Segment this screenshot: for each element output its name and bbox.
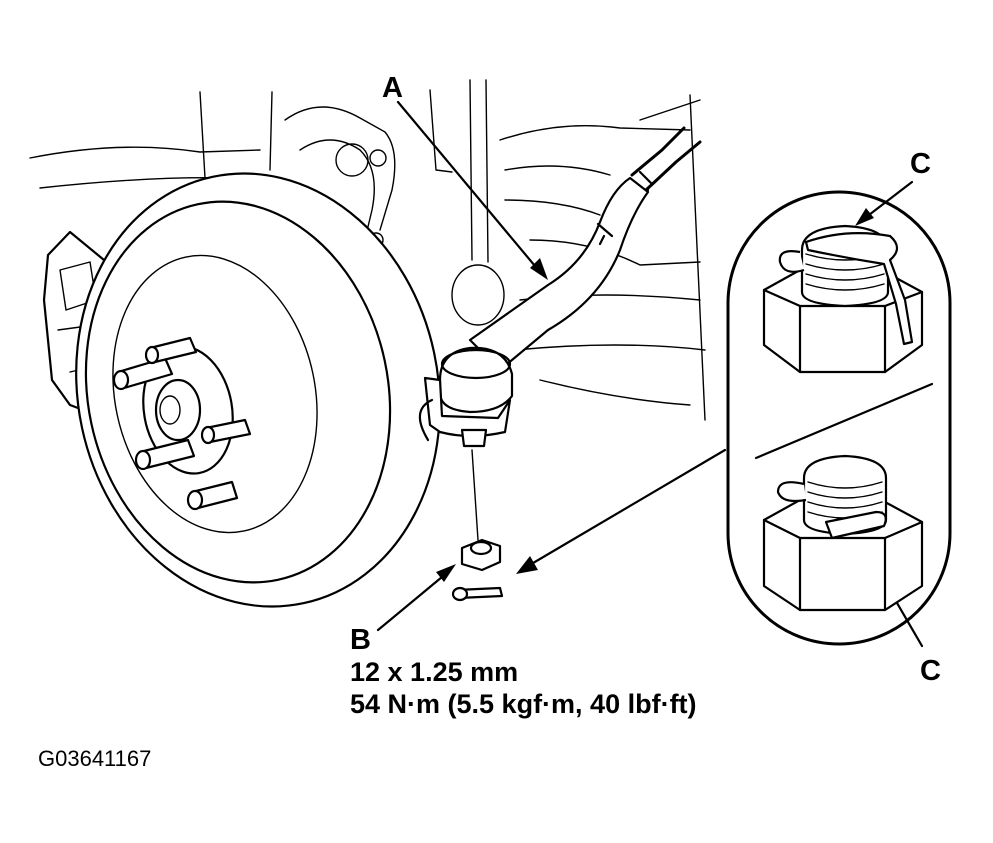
castle-nut-bottom-icon <box>762 454 924 612</box>
torque-spec: 54 N·m (5.5 kgf·m, 40 lbf·ft) <box>350 689 697 719</box>
callout-b: B <box>350 624 371 656</box>
castle-nut-icon <box>460 449 502 572</box>
callout-a: A <box>382 72 403 104</box>
castle-nut-detail <box>726 190 952 646</box>
callout-c-top: C <box>910 148 931 180</box>
figure-code: G03641167 <box>38 746 152 771</box>
tie-rod-end-icon <box>418 126 702 448</box>
thread-spec: 12 x 1.25 mm <box>350 657 519 687</box>
cotter-pin-icon <box>451 586 504 602</box>
brake-disc-icon <box>42 172 441 608</box>
callout-c-bottom: C <box>920 655 941 687</box>
castle-nut-top-icon <box>762 224 924 374</box>
